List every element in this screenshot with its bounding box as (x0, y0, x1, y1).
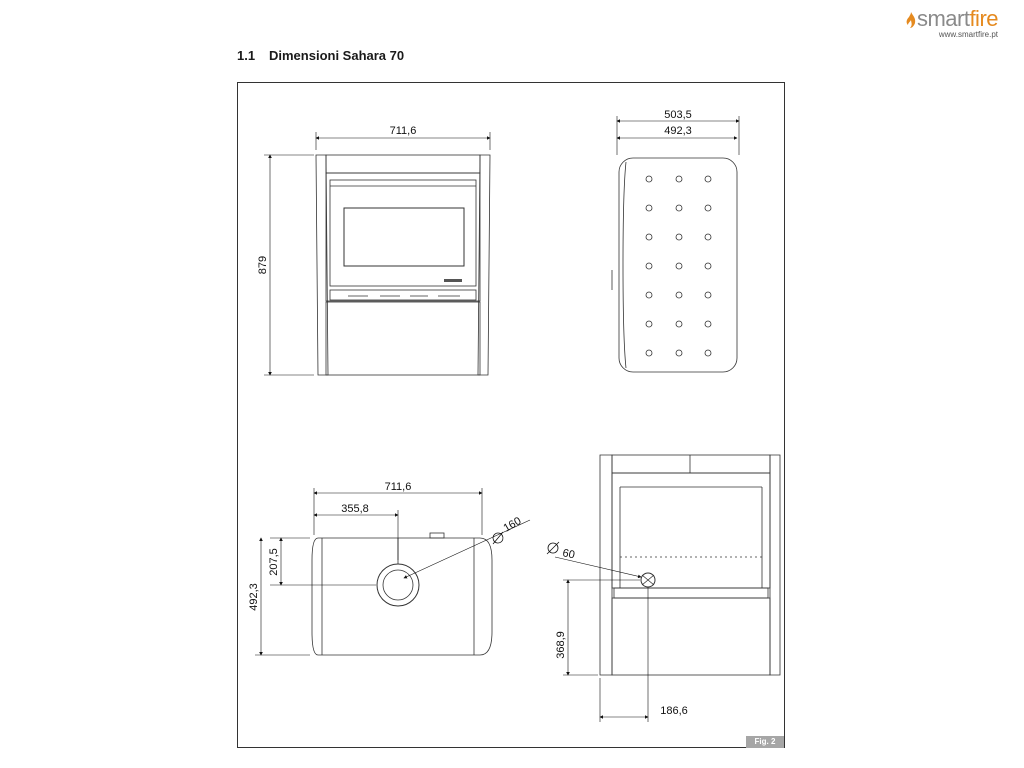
section-number: 1.1 (237, 48, 256, 63)
side-vent-holes (645, 175, 712, 357)
front-dimensions (264, 132, 491, 376)
brand-name-part1: smart (916, 6, 970, 31)
air-diameter-label: 60 (546, 541, 576, 561)
figure-label: Fig. 2 (746, 736, 784, 748)
dim-air-height: 368,9 (555, 631, 567, 659)
dim-air-offset: 186,6 (660, 705, 688, 717)
top-view (311, 532, 493, 656)
section-heading: 1.1 Dimensioni Sahara 70 (237, 48, 404, 63)
brand-logo: smartfire www.smartfire.pt (906, 6, 998, 39)
dim-top-half-width: 355,8 (341, 503, 369, 515)
brand-name-part2: fire (969, 6, 998, 31)
flue-diameter-label: 160 (492, 515, 524, 545)
dim-top-width: 711,6 (385, 481, 412, 493)
dim-top-depth: 492,3 (248, 583, 260, 611)
flame-icon (906, 12, 916, 28)
rear-dimensions (554, 556, 649, 722)
drawing-frame (237, 82, 785, 748)
dim-side-depth-inner: 492,3 (664, 125, 692, 137)
dim-air-diameter: 60 (561, 547, 575, 561)
side-dimensions (616, 116, 740, 155)
top-dimensions (255, 488, 531, 656)
dim-front-height: 879 (257, 256, 269, 274)
dim-front-width: 711,6 (390, 125, 417, 137)
dim-side-depth-outer: 503,5 (664, 109, 692, 121)
brand-url: www.smartfire.pt (938, 30, 998, 39)
dim-flue-diameter: 160 (502, 515, 524, 535)
brand-name: smartfire (906, 6, 998, 32)
section-title: Dimensioni Sahara 70 (269, 48, 405, 63)
front-view (315, 154, 491, 376)
dim-top-flue-depth: 207,5 (268, 548, 280, 576)
rear-view (599, 454, 781, 676)
side-view (611, 157, 738, 373)
